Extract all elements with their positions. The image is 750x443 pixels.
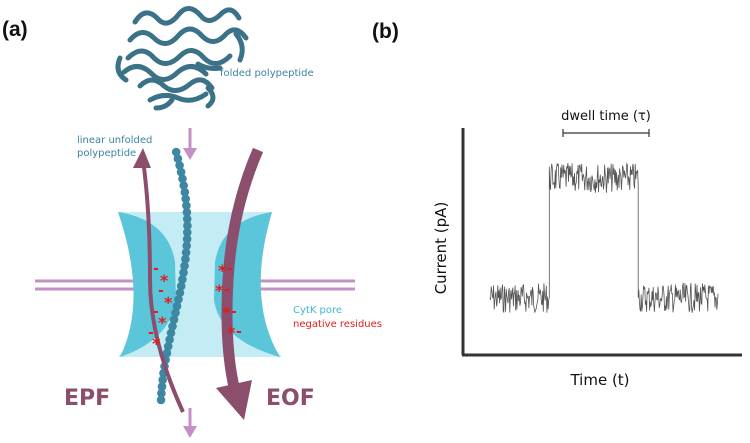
polypeptide-bead	[171, 147, 181, 157]
residue-marker: *	[222, 303, 231, 322]
polypeptide-bead	[174, 295, 183, 304]
panel-b-label: (b)	[372, 20, 399, 43]
inflow-arrow	[183, 128, 197, 160]
polypeptide-bead	[181, 194, 190, 204]
polypeptide-bead	[181, 254, 190, 264]
polypeptide-bead	[165, 335, 174, 345]
cytk-pore	[118, 212, 282, 357]
dwell-time-bracket	[562, 129, 650, 137]
outflow-arrow	[183, 408, 197, 438]
polypeptide-bead	[178, 174, 187, 184]
polypeptide-bead	[156, 395, 166, 405]
x-axis-label: Time (t)	[569, 371, 629, 389]
charge-marker: -	[224, 282, 230, 298]
polypeptide-bead	[179, 181, 188, 190]
polypeptide-bead	[176, 167, 186, 177]
eof-arrow	[216, 147, 264, 420]
polypeptide-bead	[178, 275, 187, 284]
residue-marker: *	[158, 313, 167, 332]
polypeptide-bead	[166, 328, 176, 338]
current-trace-line	[489, 162, 719, 314]
chart-axes	[461, 128, 742, 357]
unfolded-polypeptide-label-line1: linear unfolded	[77, 135, 152, 146]
polypeptide-bead	[182, 214, 192, 224]
unfolded-polypeptide-label-line2: polypeptide	[77, 148, 136, 159]
negative-residues: - * - * - * - * * - * - * - * -	[148, 261, 242, 353]
charge-marker: -	[153, 261, 159, 277]
polypeptide-bead	[182, 241, 191, 251]
polypeptide-bead	[168, 322, 177, 331]
eof-label: EOF	[266, 386, 315, 411]
polypeptide-bead	[175, 288, 185, 298]
polypeptide-bead	[180, 261, 189, 271]
residue-marker: *	[218, 261, 227, 280]
polypeptide-bead	[180, 187, 190, 197]
panel-a: (a) folded polypeptide	[2, 6, 382, 438]
negative-residues-label: negative residues	[293, 319, 382, 330]
polypeptide-bead	[183, 221, 192, 230]
residue-marker: *	[227, 323, 236, 342]
polypeptide-bead	[171, 308, 180, 318]
charge-marker: -	[153, 304, 159, 320]
epf-arrow	[133, 148, 185, 413]
polypeptide-bead	[162, 348, 172, 358]
unfolded-polypeptide-chain	[156, 147, 192, 405]
polypeptide-bead	[181, 248, 191, 257]
polypeptide-bead	[176, 281, 186, 291]
residue-marker: *	[160, 271, 169, 290]
polypeptide-bead	[182, 201, 191, 210]
polypeptide-bead	[175, 161, 184, 170]
polypeptide-bead	[158, 375, 167, 385]
pore-label: CytK pore	[293, 305, 342, 316]
polypeptide-bead	[173, 154, 183, 163]
charge-marker: -	[227, 261, 233, 277]
charge-marker: -	[231, 304, 237, 320]
polypeptide-bead	[182, 234, 192, 244]
polypeptide-bead	[172, 301, 182, 311]
polypeptide-bead	[183, 228, 192, 237]
polypeptide-bead	[157, 382, 167, 391]
residue-marker: *	[215, 281, 224, 300]
polypeptide-bead	[169, 315, 179, 324]
residue-marker: *	[164, 293, 173, 312]
charge-marker: -	[158, 283, 164, 299]
current-trace	[489, 162, 719, 314]
panel-b: (b) Time (t) Current (pA) dwell time (τ)	[372, 20, 742, 389]
y-axis-label: Current (pA)	[432, 202, 450, 295]
polypeptide-bead	[163, 342, 173, 351]
residue-marker: *	[152, 334, 161, 353]
polypeptide-bead	[157, 389, 166, 398]
polypeptide-bead	[179, 268, 188, 277]
polypeptide-bead	[182, 208, 192, 217]
folded-polypeptide-label: folded polypeptide	[220, 68, 314, 79]
folded-protein-icon	[115, 6, 249, 111]
epf-label: EPF	[64, 386, 110, 411]
panel-a-label: (a)	[2, 18, 28, 41]
dwell-time-label: dwell time (τ)	[561, 109, 651, 124]
charge-marker: -	[148, 325, 154, 341]
charge-marker: -	[236, 324, 242, 340]
